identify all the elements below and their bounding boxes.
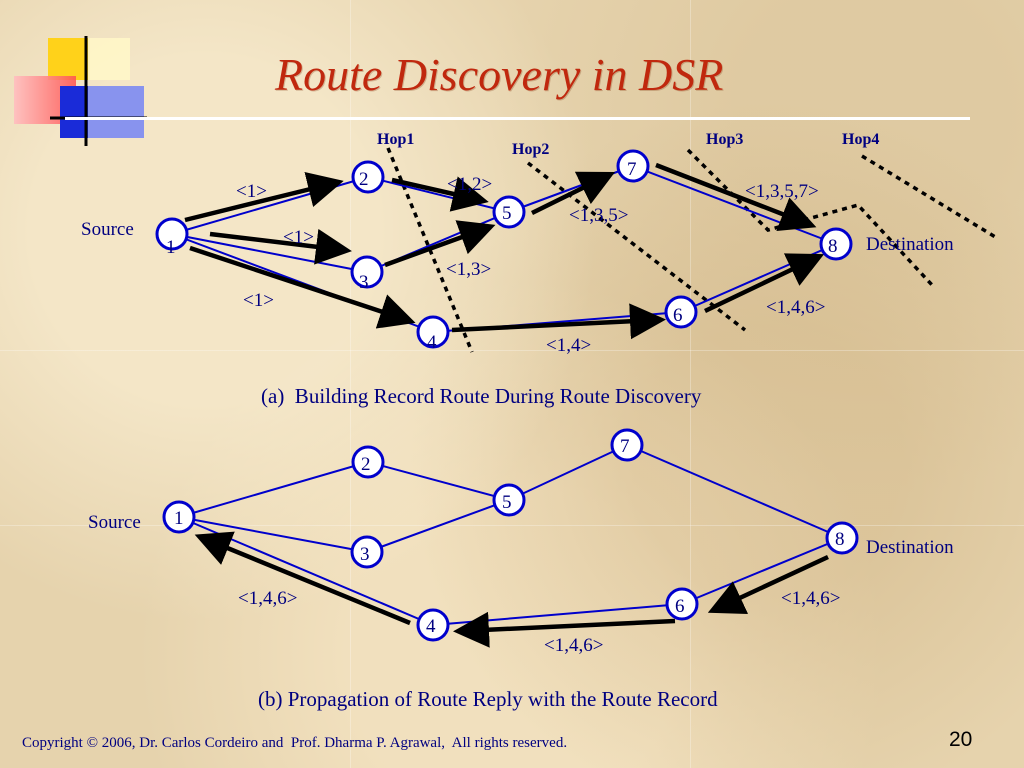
- rrep-arrow-8-6: [707, 554, 829, 614]
- node-label: 5: [502, 203, 512, 224]
- hop3-boundary: [686, 148, 934, 287]
- link-2-5: [367, 461, 510, 501]
- destination-label: Destination: [866, 234, 954, 255]
- title-underline: [65, 117, 970, 120]
- rreq-arrow-1-4: [189, 245, 416, 329]
- node-label: 5: [502, 492, 512, 513]
- link-7-8: [632, 165, 837, 245]
- route-label: <1,3>: [446, 259, 491, 280]
- rreq-arrow-4-6: [451, 303, 666, 340]
- route-label: <1,4,6>: [766, 297, 825, 318]
- caption-a: (a) Building Record Route During Route D…: [261, 384, 702, 408]
- slide-title: Route Discovery in DSR: [275, 49, 724, 100]
- node-4: [416, 315, 450, 349]
- link-1-2: [178, 461, 369, 518]
- link-1-4: [178, 516, 434, 626]
- node-6: [664, 295, 698, 329]
- rrep-arrow-6-4: [453, 611, 676, 648]
- reply-label: <1,4,6>: [781, 588, 840, 609]
- decorative-squares-logo: [14, 36, 147, 146]
- hop-label: Hop1: [377, 131, 414, 148]
- route-label: <1>: [236, 181, 267, 202]
- node-8: [825, 521, 859, 555]
- rreq-arrow-2-5: [391, 176, 489, 212]
- node-label: 8: [828, 236, 838, 257]
- rreq-arrow-3-5: [384, 220, 496, 268]
- node-label: 1: [166, 237, 176, 258]
- node-label: 3: [360, 544, 370, 565]
- node-7: [610, 428, 644, 462]
- node-label: 6: [673, 305, 683, 326]
- rreq-arrow-1-3: [209, 228, 352, 265]
- link-5-7: [508, 444, 628, 501]
- tile-seam: [690, 0, 691, 768]
- node-5: [492, 483, 526, 517]
- node-4: [416, 608, 450, 642]
- node-1: [162, 500, 196, 534]
- node-label: 2: [361, 454, 371, 475]
- rreq-arrow-1-2: [184, 171, 344, 223]
- node-label: 4: [426, 616, 436, 637]
- hop4-boundary: [861, 154, 998, 240]
- node-3: [350, 255, 384, 289]
- route-label: <1,2>: [447, 174, 492, 195]
- hop-label: Hop2: [512, 141, 549, 158]
- source-label: Source: [88, 512, 141, 533]
- node-3: [350, 535, 384, 569]
- node-label: 4: [427, 332, 437, 353]
- diagram-a: 1 2 3 4 5 6 7 8 Hop1 Hop2 Hop3 Hop4 Sour…: [81, 131, 998, 408]
- page-number: 20: [949, 728, 973, 751]
- node-5: [492, 195, 526, 229]
- tile-seam: [0, 350, 1024, 351]
- node-6: [665, 587, 699, 621]
- route-label: <1>: [283, 227, 314, 248]
- link-1-3: [171, 233, 368, 273]
- source-label: Source: [81, 219, 134, 240]
- node-label: 7: [627, 159, 637, 180]
- node-label: 1: [174, 508, 184, 529]
- node-2: [351, 445, 385, 479]
- diagram-b: 1 2 3 4 5 6 7 8 Source Destination <1,4,…: [88, 428, 954, 711]
- rreq-arrow-7-8: [655, 162, 817, 232]
- node-2: [351, 160, 385, 194]
- link-7-8: [626, 444, 843, 539]
- route-label: <1,3,5,7>: [745, 181, 819, 202]
- node-label: 6: [675, 596, 685, 617]
- copyright-notice: Copyright © 2006, Dr. Carlos Cordeiro an…: [22, 735, 568, 751]
- route-label: <1,4>: [546, 335, 591, 356]
- tile-seam: [350, 0, 351, 768]
- tile-seam: [0, 525, 1024, 526]
- route-label: <1,3,5>: [569, 205, 628, 226]
- node-1: [155, 217, 189, 251]
- node-8: [819, 227, 853, 261]
- hop-label: Hop4: [842, 131, 879, 148]
- rreq-arrow-5-7: [531, 171, 616, 216]
- link-1-2: [171, 176, 369, 235]
- node-label: 2: [359, 169, 369, 190]
- link-3-5: [366, 499, 510, 553]
- reply-label: <1,4,6>: [238, 588, 297, 609]
- node-label: 3: [359, 272, 369, 293]
- reply-label: <1,4,6>: [544, 635, 603, 656]
- hop-label: Hop3: [706, 131, 743, 148]
- node-label: 8: [835, 529, 845, 550]
- rrep-arrow-4-1: [194, 531, 411, 626]
- route-label: <1>: [243, 290, 274, 311]
- link-1-3: [178, 516, 368, 553]
- destination-label: Destination: [866, 537, 954, 558]
- rreq-arrow-6-8: [704, 253, 825, 314]
- node-7: [616, 149, 650, 183]
- caption-b: (b) Propagation of Route Reply with the …: [258, 687, 718, 711]
- node-label: 7: [620, 436, 630, 457]
